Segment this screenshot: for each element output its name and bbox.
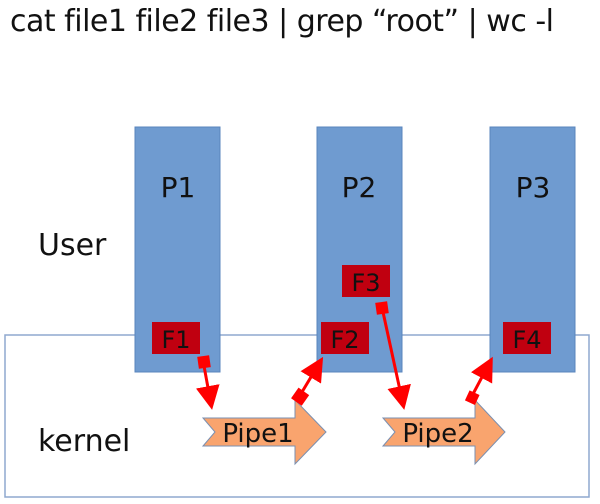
fd-f3: F3 <box>342 265 390 297</box>
fd-f4-label: F4 <box>512 326 541 354</box>
process-p2-label: P2 <box>342 171 377 204</box>
user-label: User <box>38 228 107 263</box>
arrow-f3-to-pipe2 <box>375 301 411 410</box>
kernel-label: kernel <box>38 424 130 459</box>
fd-f1: F1 <box>152 322 200 354</box>
arrow-pipe2-to-f4 <box>464 356 493 405</box>
pipe-2: Pipe2 <box>381 398 506 466</box>
fd-f2: F2 <box>321 322 369 354</box>
arrow-f1-to-pipe1 <box>195 355 220 410</box>
pipe-1-label: Pipe1 <box>222 419 293 449</box>
pipe-1: Pipe1 <box>201 398 327 466</box>
fd-f4: F4 <box>503 322 551 354</box>
fd-f3-label: F3 <box>351 269 380 297</box>
process-p3: P3 <box>489 126 576 373</box>
process-p3-label: P3 <box>516 171 551 204</box>
fd-f2-label: F2 <box>330 326 359 354</box>
pipe-2-label: Pipe2 <box>402 419 473 449</box>
command-title: cat file1 file2 file3 | grep “root” | wc… <box>10 4 554 39</box>
arrow-pipe1-to-f2 <box>291 356 324 406</box>
kernel-region <box>4 334 590 498</box>
process-p1-label: P1 <box>161 171 196 204</box>
fd-f1-label: F1 <box>161 326 190 354</box>
